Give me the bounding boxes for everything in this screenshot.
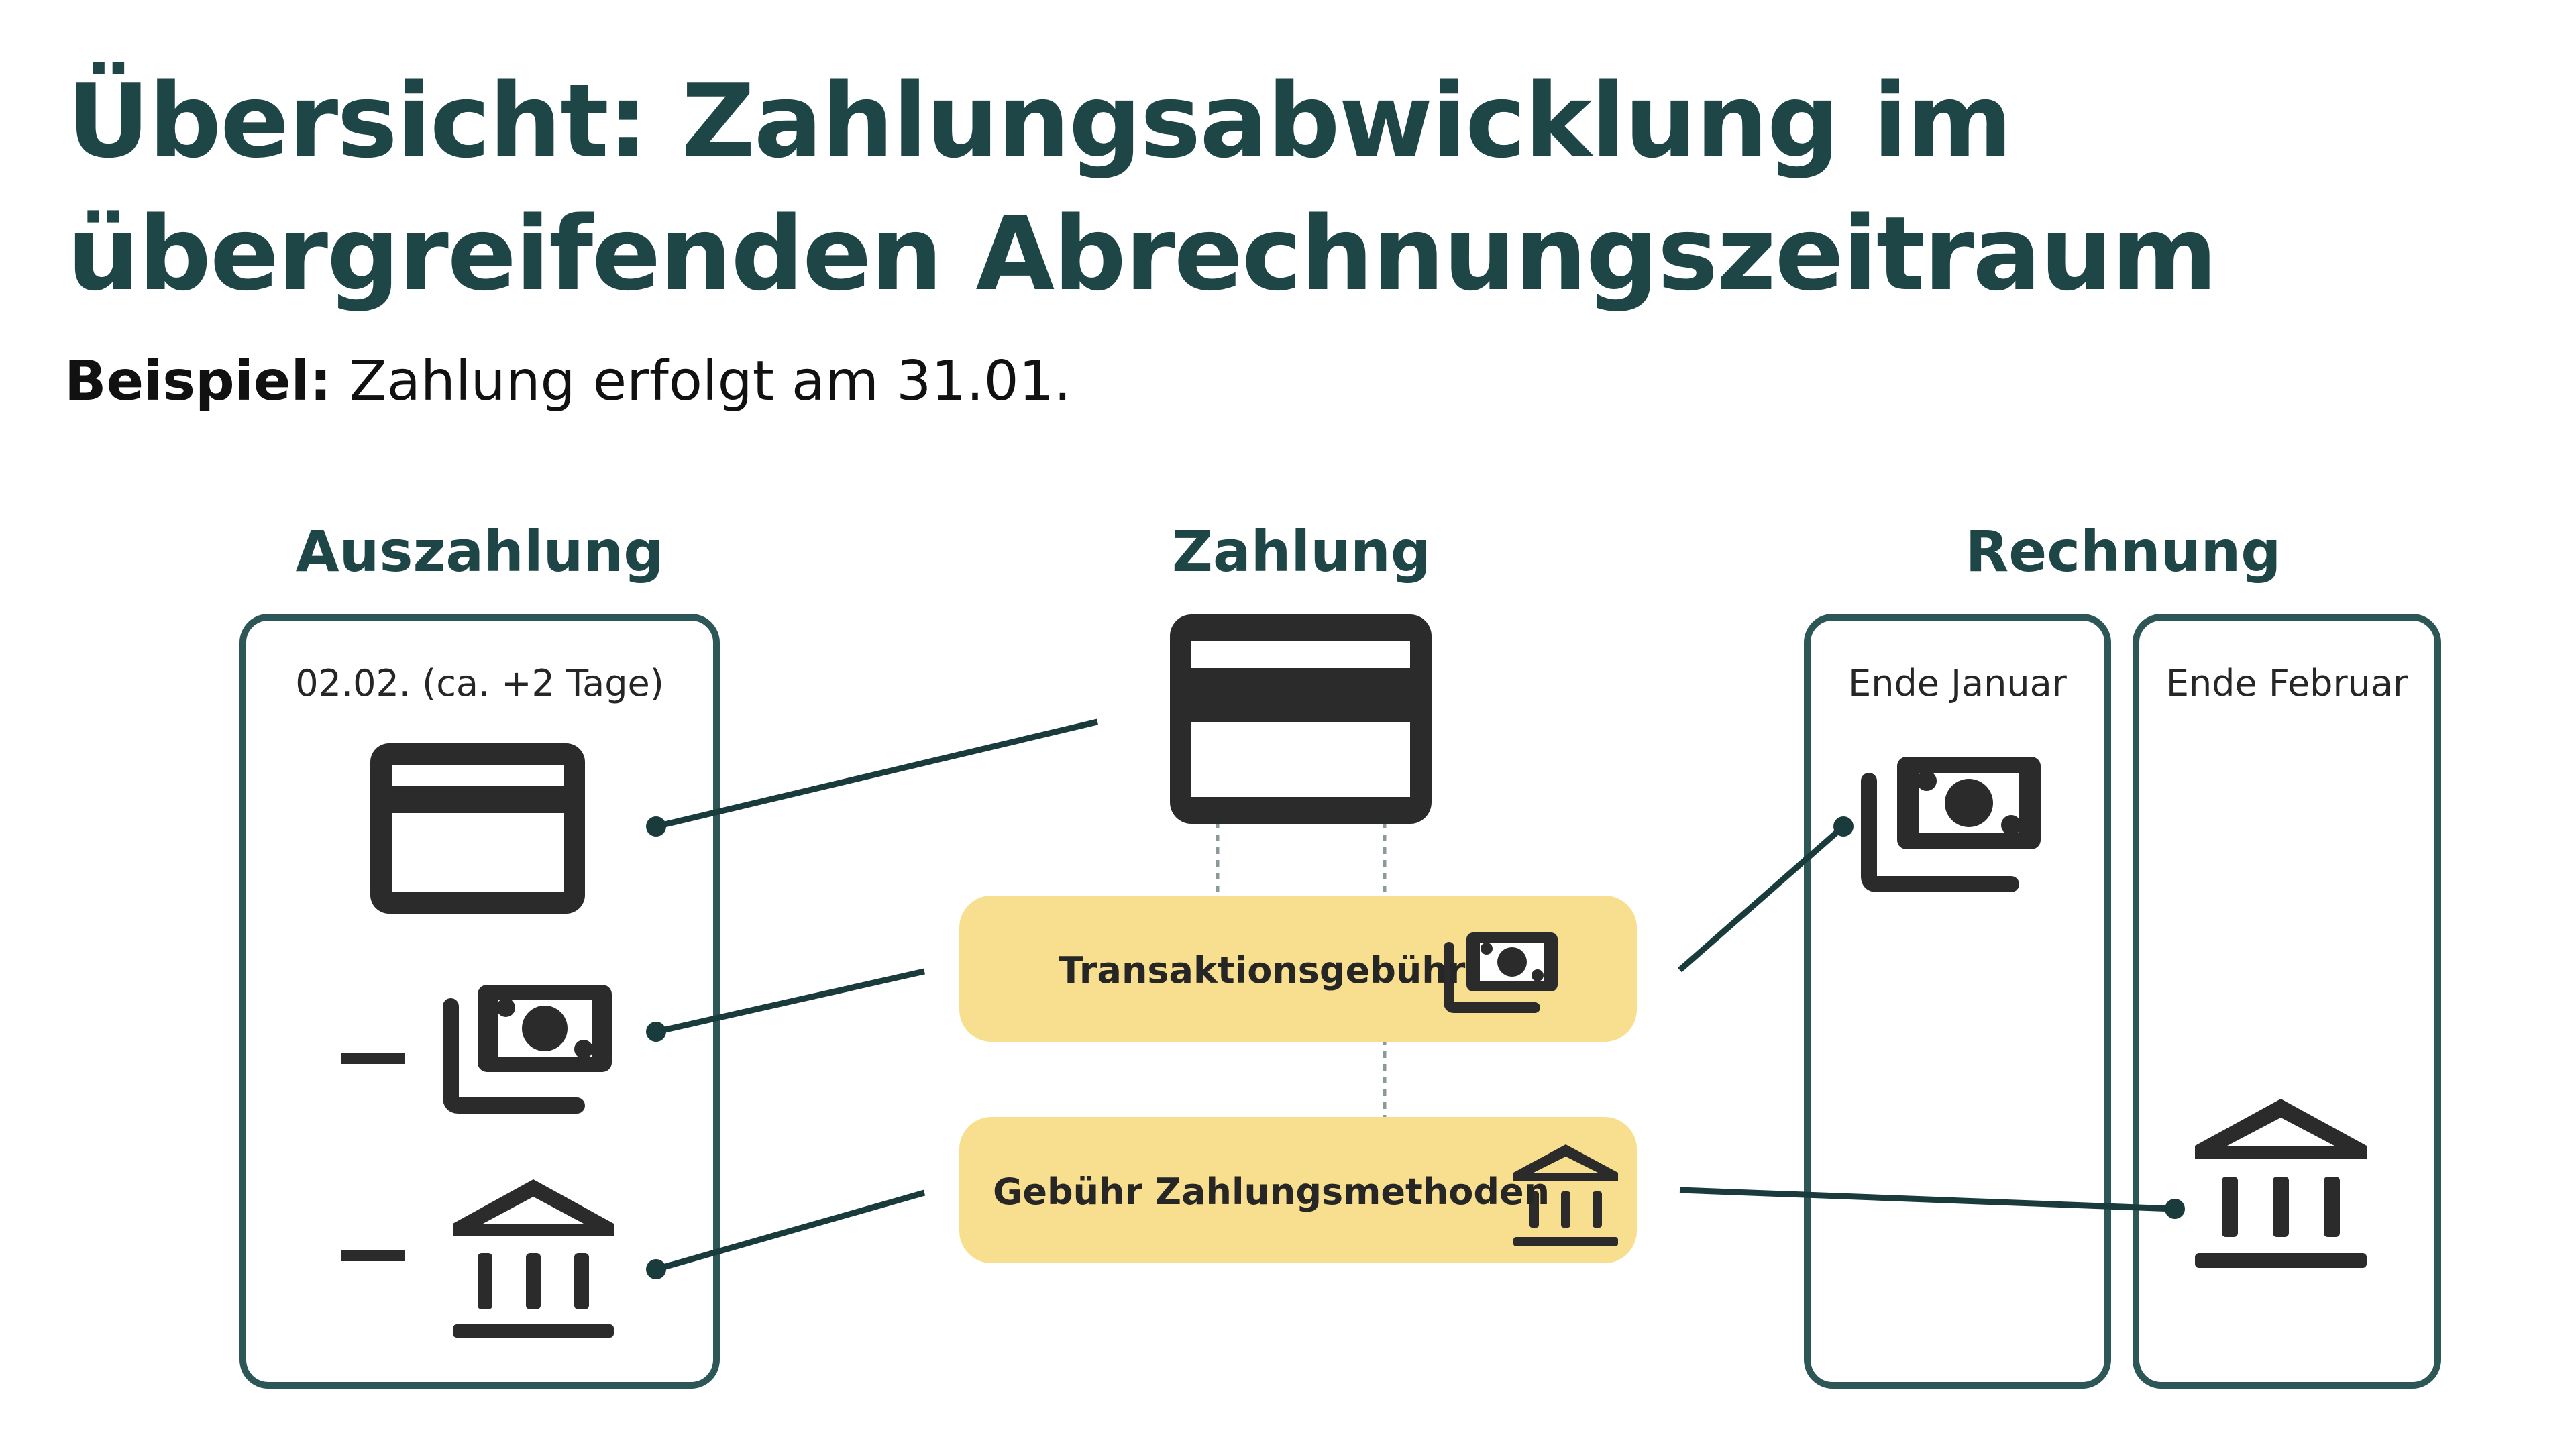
invoice-period-january: Ende Januar	[1848, 662, 2067, 704]
connector-transaction-fee-to-january	[1678, 816, 1854, 973]
credit-card-icon	[370, 743, 585, 914]
connector-method-fee-to-february	[1679, 1187, 2185, 1219]
invoice-period-february: Ende Februar	[2165, 662, 2408, 704]
example-note: Beispiel: Zahlung erfolgt am 31.01.	[64, 349, 1071, 415]
cash-icon	[443, 985, 612, 1114]
payment-method-fee-box	[959, 1117, 1637, 1263]
payout-heading: Auszahlung	[295, 519, 664, 584]
connector-transaction-fee-to-payout	[646, 968, 925, 1042]
cash-icon	[1444, 932, 1558, 1013]
bank-icon	[1513, 1144, 1618, 1246]
invoice-january-box	[1804, 614, 2111, 1389]
payment-heading: Zahlung	[1172, 519, 1431, 584]
minus-sign-icon	[341, 1250, 405, 1261]
minus-sign-icon	[341, 1053, 405, 1064]
connector-method-fee-to-payout	[646, 1189, 926, 1279]
payout-box	[239, 614, 720, 1389]
payment-method-fee-label: Gebühr Zahlungsmethoden	[993, 1171, 1550, 1213]
bank-icon	[453, 1179, 614, 1338]
example-label: Beispiel:	[64, 350, 332, 413]
page-title: Übersicht: Zahlungsabwicklung im übergre…	[67, 62, 2218, 313]
credit-card-icon	[1170, 614, 1432, 824]
bank-icon	[2195, 1099, 2367, 1268]
payout-date-label: 02.02. (ca. +2 Tage)	[295, 662, 664, 704]
example-text: Zahlung erfolgt am 31.01.	[331, 350, 1071, 413]
invoice-heading: Rechnung	[1965, 519, 2282, 584]
transaction-fee-label: Transaktionsgebühr	[1059, 949, 1466, 991]
connector-card-to-payout	[646, 718, 1099, 837]
cash-icon	[1861, 757, 2041, 892]
invoice-february-box	[2133, 614, 2441, 1389]
